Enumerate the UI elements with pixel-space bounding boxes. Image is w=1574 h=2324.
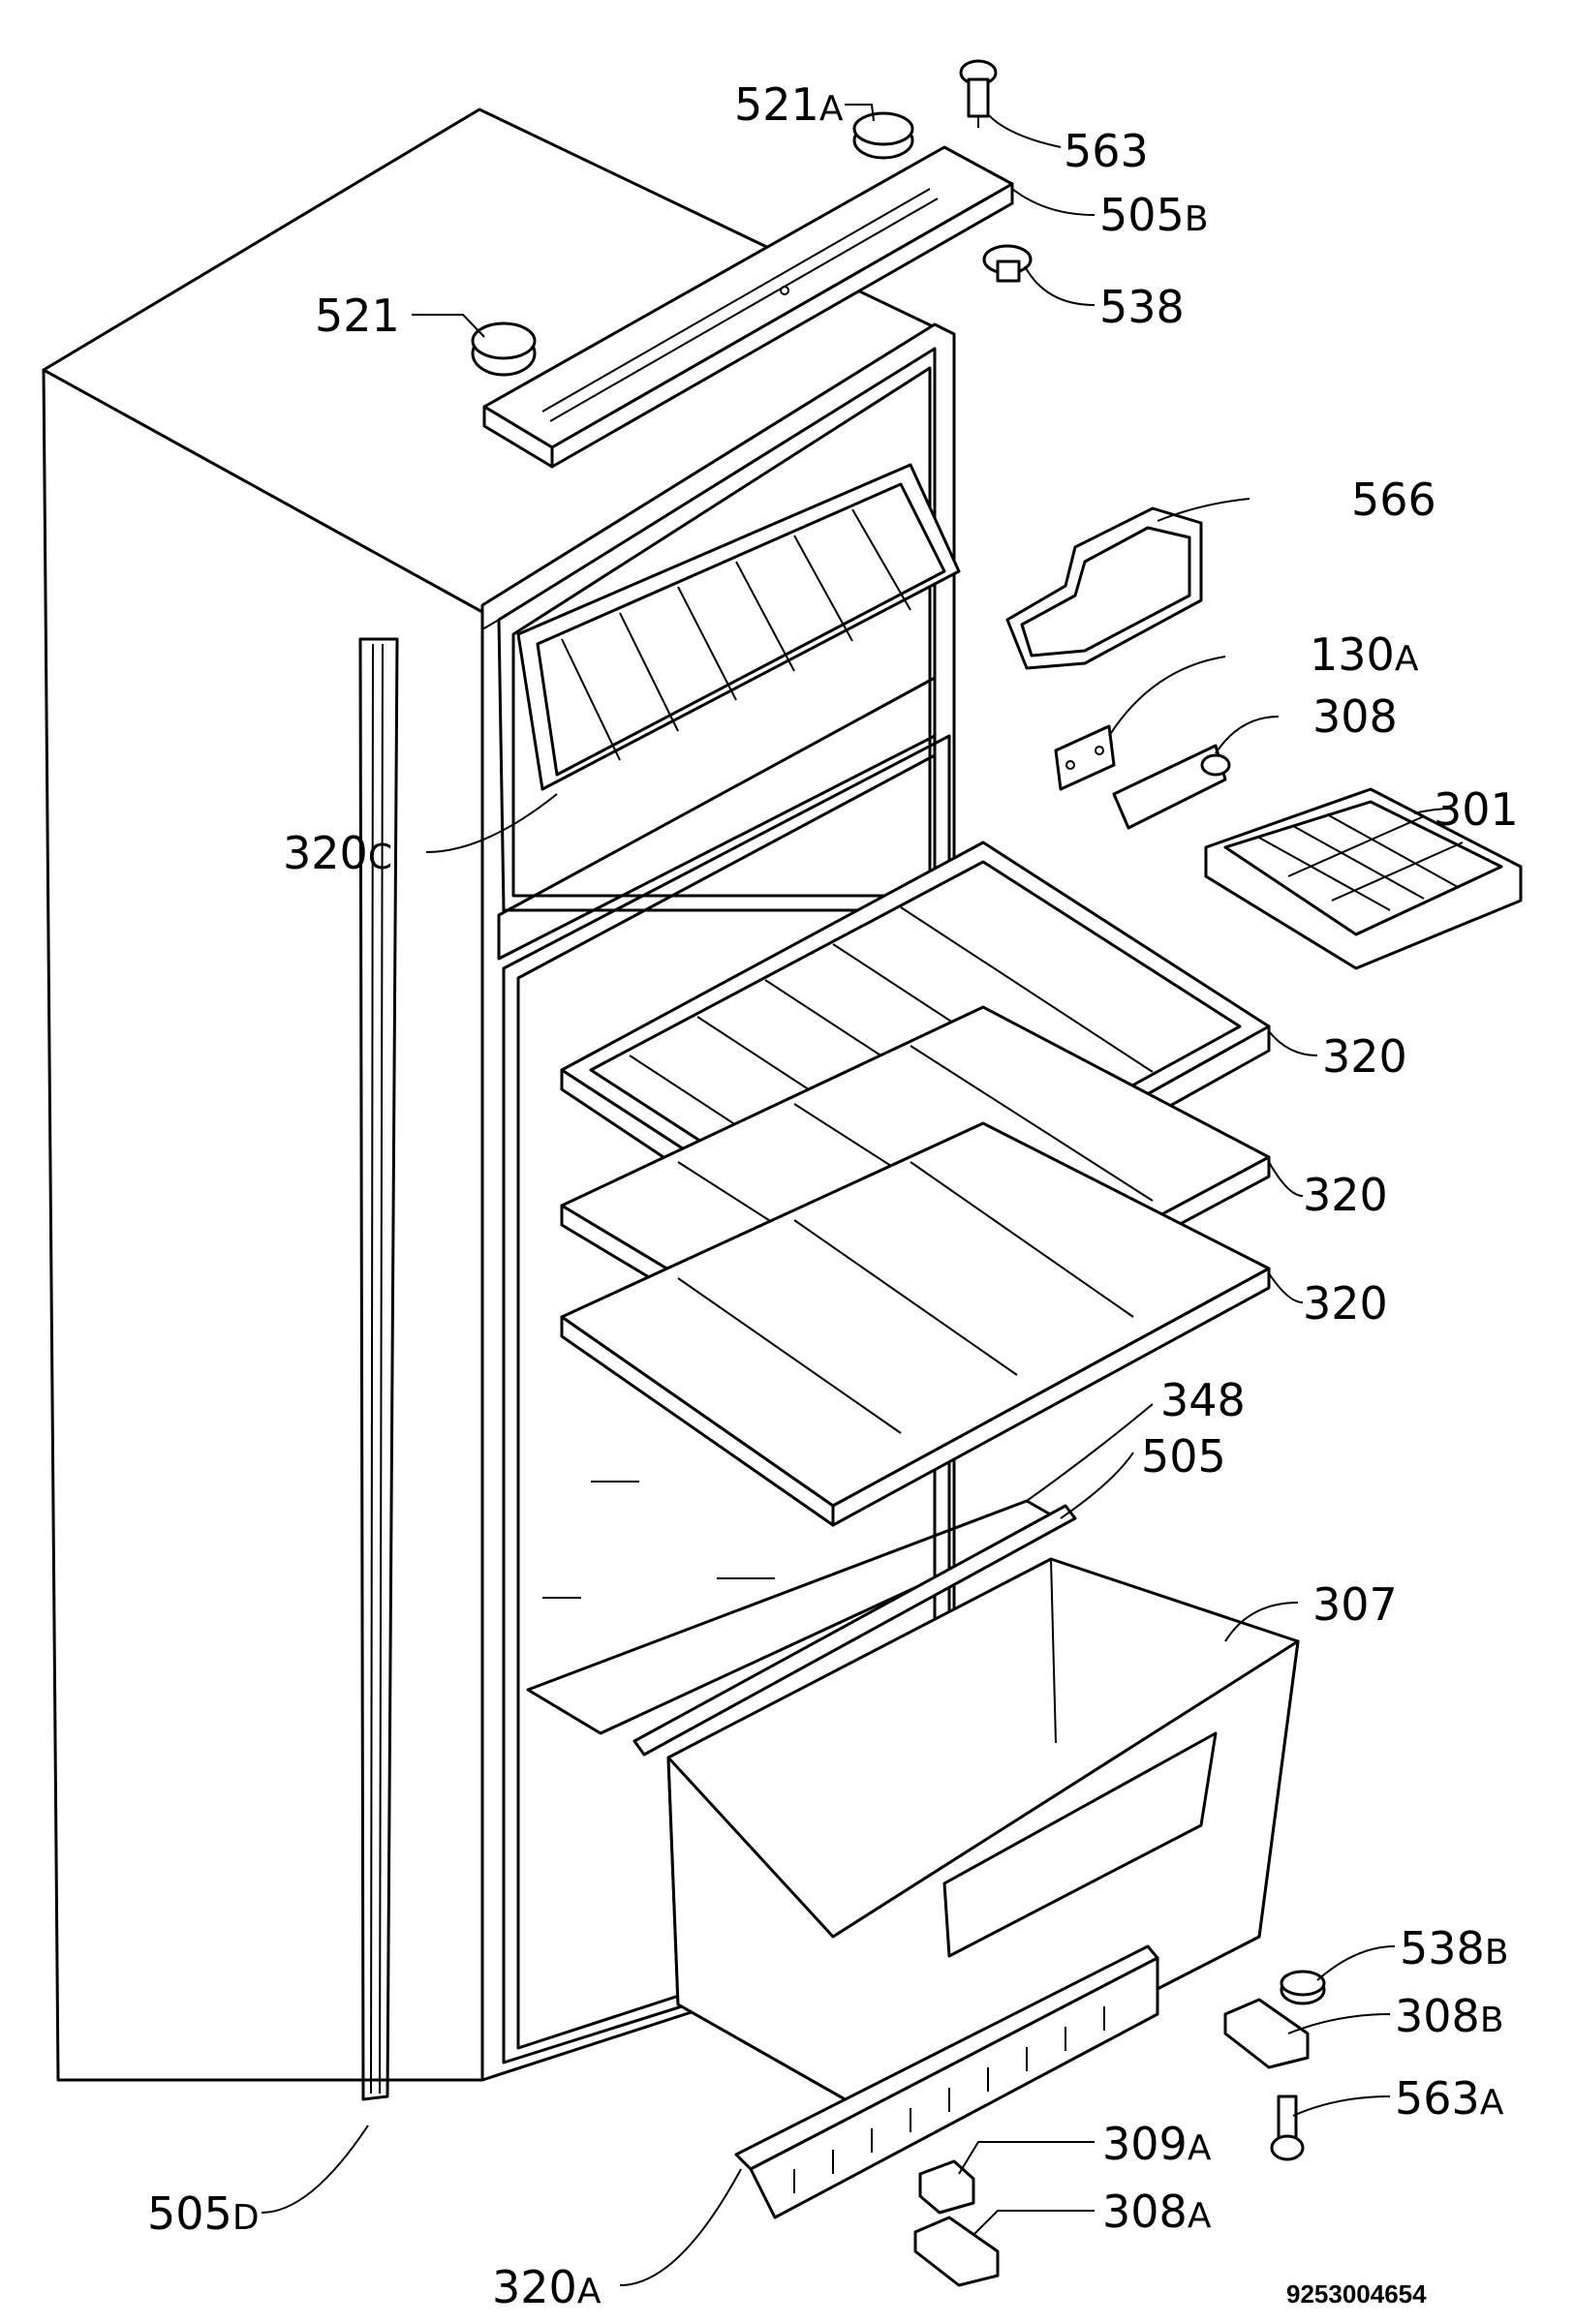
label-563: 563 bbox=[1064, 125, 1149, 177]
label-320-upper: 320 bbox=[1322, 1030, 1407, 1083]
label-505d: 505D bbox=[147, 2187, 260, 2240]
label-309a: 309A bbox=[1102, 2118, 1212, 2170]
label-348: 348 bbox=[1160, 1374, 1246, 1426]
label-308b: 308B bbox=[1395, 1990, 1504, 2042]
glass-shelf-320-lower bbox=[560, 1121, 1271, 1527]
label-301: 301 bbox=[1434, 783, 1519, 836]
ice-tray-301 bbox=[1204, 787, 1523, 970]
door-gasket-505d bbox=[358, 637, 399, 2101]
pin-563 bbox=[959, 59, 998, 128]
hinge-cap-521 bbox=[471, 321, 537, 377]
hinge-308 bbox=[1112, 744, 1231, 830]
hinge-308b bbox=[1223, 1998, 1310, 2069]
label-320-lower: 320 bbox=[1303, 1277, 1388, 1330]
label-538: 538 bbox=[1099, 281, 1185, 333]
label-566: 566 bbox=[1351, 474, 1436, 526]
label-320c: 320C bbox=[283, 827, 392, 879]
drawing-code: 9253004654 bbox=[1286, 2279, 1427, 2309]
cap-309a bbox=[918, 2159, 975, 2215]
hinge-cap-521a bbox=[852, 111, 914, 160]
label-505b: 505B bbox=[1099, 189, 1209, 241]
leader-lines bbox=[261, 104, 1454, 2286]
plate-130a bbox=[1054, 724, 1116, 791]
hinge-308a bbox=[913, 2216, 1000, 2287]
label-521: 521 bbox=[315, 290, 400, 342]
label-563a: 563A bbox=[1395, 2072, 1504, 2125]
bushing-538b bbox=[1280, 1970, 1326, 2005]
label-320a: 320A bbox=[492, 2261, 602, 2313]
label-130a: 130A bbox=[1310, 628, 1419, 681]
pin-563a bbox=[1270, 2095, 1305, 2161]
label-308a: 308A bbox=[1102, 2186, 1212, 2238]
label-308: 308 bbox=[1312, 690, 1398, 743]
label-505: 505 bbox=[1141, 1430, 1226, 1483]
top-rail-505b bbox=[482, 145, 1014, 469]
drawer-bracket-320a bbox=[734, 1944, 1159, 2219]
label-307: 307 bbox=[1312, 1578, 1398, 1631]
part-labels: 521A 563 505B 538 521 566 130A 308 301 3… bbox=[147, 78, 1519, 2313]
label-320-middle: 320 bbox=[1303, 1169, 1388, 1221]
bushing-538 bbox=[982, 244, 1033, 283]
handle-566 bbox=[1005, 506, 1203, 670]
freezer-shelf-320c bbox=[516, 463, 961, 791]
crisper-rail-505 bbox=[633, 1504, 1077, 1757]
label-538b: 538B bbox=[1400, 1922, 1509, 1974]
label-521a: 521A bbox=[734, 78, 844, 131]
